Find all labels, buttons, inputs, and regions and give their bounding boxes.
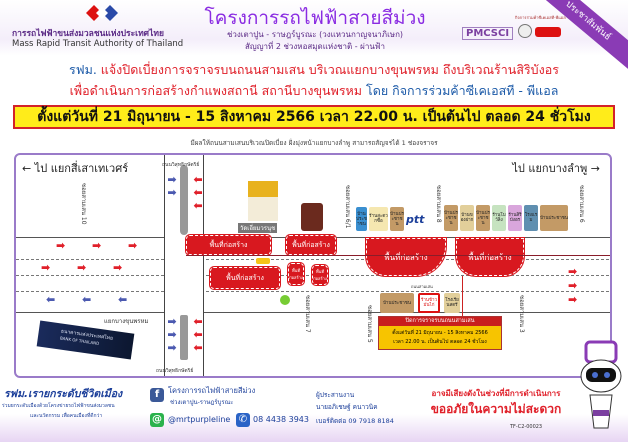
soi10-label: ซอยสามเสน 10 xyxy=(80,183,87,225)
shop: ร้านข้าวมันไก่ xyxy=(418,293,440,313)
org-name-th: การรถไฟฟ้าขนส่งมวลชนแห่งประเทศไทย xyxy=(12,29,164,39)
traffic-map: ← ไป แยกสี่เสาเทเวศร์ ไป แยกบางลำพู → ถน… xyxy=(14,153,612,378)
direction-left-label: ไป แยกสี่เสาเทเวศร์ xyxy=(34,162,129,175)
partner-seal-logo xyxy=(518,24,532,38)
partner-name: กิจการร่วมค้าซีเคเอสที-พีแอล xyxy=(515,15,566,20)
coordinator-phone: เบอร์ติดต่อ 09 7918 8184 xyxy=(316,417,394,425)
header: การรถไฟฟ้าขนส่งมวลชนแห่งประเทศไทย Mass R… xyxy=(0,0,628,75)
shop: ร้านสิริบังอร xyxy=(508,205,522,231)
traffic-arrow-icon: ⬇ ⬇ ⬇ xyxy=(191,317,204,353)
soi6-label: ซอยสามเสน 6 xyxy=(578,185,585,223)
mrta-logo xyxy=(86,5,118,21)
slogan: รฟม.เรายกระดับชีวิตเมือง xyxy=(4,388,123,400)
median xyxy=(180,165,188,235)
line-id[interactable]: @mrtpurpleline xyxy=(168,415,231,424)
closure-notice: ปิดการจราจรบนถนนสามเสน ตั้งแต่วันที่ 21 … xyxy=(378,316,502,350)
pmcsci-logo: PMCSCI xyxy=(462,27,514,40)
shop: บ้านของฝาก xyxy=(460,205,474,231)
contractor-text: โดย กิจการร่วมค้าซีเคเอสที - พีแอล xyxy=(366,83,559,98)
announcement-line1: รฟม. แจ้งปิดเบี่ยงการจราจรบนถนนสามเสน บร… xyxy=(0,60,628,80)
facebook-name[interactable]: โครงการรถไฟฟ้าสายสีม่วง xyxy=(168,386,256,395)
notice-title: ปิดการจราจรบนถนนสามเสน xyxy=(379,317,501,326)
shops-row: บ้านประชาชนบ้านของฝากบ้านประชาชนร้านโบว์… xyxy=(444,205,568,231)
contract: สัญญาที่ 2 ช่วงหอสมุดแห่งชาติ - ผ่านฟ้า xyxy=(245,42,385,51)
traffic-arrow-icon: ➡ ➡ ➡ xyxy=(41,261,123,274)
road-bottom-label: ถนนวิสุทธิกษัตริย์ xyxy=(156,368,194,374)
project-title: โครงการรถไฟฟ้าสายสีม่วง xyxy=(204,7,426,29)
phone-icon: ✆ xyxy=(236,413,250,427)
road-main-label: ถนนสามเสน xyxy=(411,284,433,289)
soi8-label: ซอยสามเสน 8 xyxy=(435,185,442,223)
shop: ร้านสะดวกซื้อ xyxy=(369,207,388,231)
apology: ขออภัยในความไม่สะดวก xyxy=(430,402,562,416)
footer: รฟม.เรายกระดับชีวิตเมือง ร่วมยกระดับเมือ… xyxy=(0,380,628,442)
closure-text: แจ้งปิดเบี่ยงการจราจรบนถนนสามเสน บริเวณแ… xyxy=(100,62,559,77)
noise-warning: อาจมีเสียงดังในช่วงที่มีการดำเนินการ xyxy=(431,389,561,398)
direction-left: ← ไป แยกสี่เสาเทเวศร์ xyxy=(22,162,129,175)
construction-zone: พื้นที่ก่อสร้าง xyxy=(455,237,525,277)
soi3-label: ซอยสามเสน 3 xyxy=(518,295,525,333)
shop: บ้านประชาชน xyxy=(390,207,404,231)
notice-line: ตั้งแต่วันที่ 21 มิถุนายน - 15 สิงหาคม 2… xyxy=(392,330,488,336)
construction-zone: พื้นที่ก่อสร้าง xyxy=(209,266,281,290)
traffic-arrow-icon: ➡➡➡ xyxy=(568,265,578,306)
notice-line: เวลา 22.00 น. เป็นต้นไป ตลอด 24 ชั่วโมง xyxy=(393,339,487,345)
facebook-icon: f xyxy=(150,388,164,402)
traffic-arrow-icon: ➡ ➡ ➡ xyxy=(56,239,138,252)
shop: บ้านประชาชน xyxy=(356,207,367,231)
traffic-arrow-icon: ⬇ ⬇ ⬇ xyxy=(191,175,204,211)
slogan-sub: และนวัตกรรม เพื่อคนเมืองที่ดีกว่า xyxy=(30,413,103,419)
shop: บ้านประชาชน xyxy=(540,205,568,231)
doc-code: TF-C2-00023 xyxy=(510,424,543,430)
announcement-line2: เพื่อดำเนินการก่อสร้างกำแพงสถานี สถานีบา… xyxy=(0,81,628,101)
construction-zone: พื้นที่ก่อสร้าง xyxy=(285,234,337,256)
shop: บ้านประชาชน xyxy=(380,293,414,313)
taxi-icon xyxy=(256,258,270,264)
construction-zone: พื้นที่ก่อสร้าง xyxy=(185,234,272,256)
lane-divider xyxy=(16,259,610,260)
shop: บ้านประชาชน xyxy=(444,205,458,231)
slogan-sub: ร่วมยกระดับเมืองด้วยโครงข่ายรถไฟฟ้าขนส่ง… xyxy=(2,403,115,409)
shop: โรงเรียนสตรี xyxy=(444,293,460,313)
traffic-arrow-icon: ⬅ ⬅ ⬅ xyxy=(46,293,128,306)
facebook-sub: ช่วงเตาปูน-ราษฎร์บูรณะ xyxy=(170,399,234,406)
notice-body: ตั้งแต่วันที่ 21 มิถุนายน - 15 สิงหาคม 2… xyxy=(379,326,501,349)
junction-label: แยกบางขุนพรหม xyxy=(104,318,149,325)
line-icon: @ xyxy=(150,413,164,427)
road-top-label: ถนนวิสุทธิกษัตริย์ xyxy=(162,162,200,168)
construction-zone: พื้นที่ก่อสร้าง xyxy=(287,262,305,286)
shop: บ้านประชาชน xyxy=(476,205,490,231)
building-icon xyxy=(301,203,323,231)
shop: ร้านโบว์ลิ่ง xyxy=(492,205,506,231)
lane-divider xyxy=(16,291,610,292)
notice-pointer xyxy=(462,276,463,316)
mrta-prefix: รฟม. xyxy=(69,62,97,77)
shop: โรงแรม xyxy=(524,205,538,231)
median xyxy=(180,315,188,360)
coordinator-label: ผู้ประสานงาน xyxy=(316,391,355,399)
ptt-logo: ptt xyxy=(406,213,425,226)
soi7-label: ซอยสามเสน 7 xyxy=(304,295,311,333)
temple-icon xyxy=(248,181,278,221)
coordinator-name: นายอภิเชษฐ์ คนาวนิค xyxy=(316,403,378,411)
direction-right-label: ไป แยกบางลำพู xyxy=(512,162,588,175)
station-logo-icon xyxy=(280,295,290,305)
soi5-label: ซอยสามเสน 5 xyxy=(366,305,373,343)
closure-boundary xyxy=(186,255,610,256)
direction-right: ไป แยกบางลำพู → xyxy=(512,162,600,175)
purpose-text: เพื่อดำเนินการก่อสร้างกำแพงสถานี สถานีบา… xyxy=(69,83,363,98)
traffic-arrow-icon: ⬆ ⬆ xyxy=(165,175,178,198)
traffic-note: มีผลให้ถนนสามเสนบริเวณปิดเบี่ยง ฝั่งมุ่ง… xyxy=(190,139,438,147)
soi-label: ซอยสามเสน 6/1 xyxy=(344,185,351,229)
org-name-en: Mass Rapid Transit Authority of Thailand xyxy=(12,39,184,49)
phone-number: 08 4438 3943 xyxy=(253,415,309,424)
construction-zone: พื้นที่ก่อสร้าง xyxy=(311,264,329,286)
temple-label: วัดเอี่ยมวรนุช xyxy=(238,223,278,233)
project-section: ช่วงเตาปูน - ราษฎร์บูรณะ (วงแหวนกาญจนาภิ… xyxy=(226,30,404,39)
date-banner: ตั้งแต่วันที่ 21 มิถุนายน - 15 สิงหาคม 2… xyxy=(13,105,615,129)
mascot-icon xyxy=(580,340,622,429)
stecon-logo xyxy=(535,27,561,37)
traffic-arrow-icon: ⬆ ⬆ ⬆ xyxy=(165,317,178,353)
